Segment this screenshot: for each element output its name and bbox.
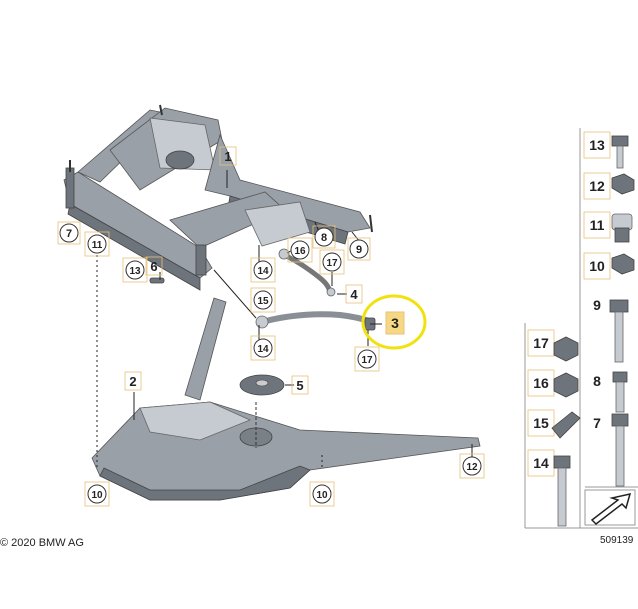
callout-10-right: 10 <box>309 481 335 507</box>
svg-text:9: 9 <box>356 244 362 256</box>
svg-text:7: 7 <box>593 415 601 431</box>
svg-text:14: 14 <box>533 455 549 471</box>
callout-17-lower: 17 <box>354 346 380 372</box>
callout-14-upper: 14 <box>250 257 276 283</box>
legend-item-15: 15 <box>527 409 581 439</box>
svg-text:13: 13 <box>589 137 605 153</box>
svg-text:17: 17 <box>361 355 373 366</box>
svg-text:11: 11 <box>590 217 605 233</box>
svg-text:1: 1 <box>224 149 231 164</box>
svg-text:8: 8 <box>321 232 327 244</box>
legend-item-7: 7 <box>593 413 629 487</box>
parts-legend: 13 12 11 10 9 17 16 8 15 7 14 <box>524 128 638 529</box>
callout-2: 2 <box>124 371 142 391</box>
svg-text:14: 14 <box>257 266 269 277</box>
callout-9: 9 <box>347 237 371 261</box>
svg-text:12: 12 <box>589 178 605 194</box>
callout-17-upper: 17 <box>319 249 345 275</box>
svg-text:7: 7 <box>66 228 72 240</box>
svg-text:4: 4 <box>350 287 358 302</box>
part-disk-5 <box>239 374 285 396</box>
legend-item-16: 16 <box>527 369 579 398</box>
svg-text:5: 5 <box>296 378 303 393</box>
callout-6: 6 <box>145 256 163 276</box>
callout-15: 15 <box>250 287 276 313</box>
legend-item-12: 12 <box>583 172 635 200</box>
callout-12: 12 <box>459 453 485 479</box>
svg-text:16: 16 <box>533 375 549 391</box>
svg-text:10: 10 <box>91 490 103 501</box>
svg-text:3: 3 <box>391 315 399 331</box>
subframe-assembly <box>63 104 373 291</box>
highlight-circle <box>361 294 427 350</box>
part-thrust-plate-2 <box>91 297 481 501</box>
svg-text:10: 10 <box>589 258 605 274</box>
part-control-arm-3 <box>255 311 376 331</box>
callout-14-lower: 14 <box>250 335 276 361</box>
callout-13: 13 <box>122 257 148 283</box>
callouts-main: 1 2 4 5 6 7 8 9 10 10 11 12 13 14 14 15 … <box>57 146 485 507</box>
svg-text:2: 2 <box>129 374 136 389</box>
legend-item-17: 17 <box>527 329 579 362</box>
svg-text:11: 11 <box>92 240 103 251</box>
callout-3-highlighted: 3 <box>361 294 427 350</box>
legend-item-11: 11 <box>583 211 633 243</box>
svg-text:6: 6 <box>150 259 157 274</box>
legend-item-9: 9 <box>593 297 629 363</box>
callout-16: 16 <box>287 237 313 263</box>
callout-10-left: 10 <box>84 481 110 507</box>
part-control-arm-4 <box>278 248 336 297</box>
svg-text:14: 14 <box>257 344 269 355</box>
part-bolt-6 <box>149 277 165 284</box>
svg-text:16: 16 <box>294 246 306 257</box>
svg-text:9: 9 <box>593 297 601 313</box>
svg-text:13: 13 <box>129 266 141 277</box>
callout-7: 7 <box>57 221 81 245</box>
svg-text:10: 10 <box>316 490 328 501</box>
legend-item-14: 14 <box>527 449 571 527</box>
svg-text:15: 15 <box>533 415 549 431</box>
legend-item-10: 10 <box>583 252 635 280</box>
svg-text:17: 17 <box>533 335 549 351</box>
drawing-number: 509139 <box>600 535 634 546</box>
callout-5: 5 <box>291 375 309 395</box>
svg-text:15: 15 <box>257 296 269 307</box>
callout-11: 11 <box>84 231 110 257</box>
svg-text:12: 12 <box>466 462 478 473</box>
svg-text:8: 8 <box>593 373 601 389</box>
callout-4: 4 <box>345 284 363 304</box>
svg-text:17: 17 <box>326 258 338 269</box>
copyright-text: © 2020 BMW AG <box>0 537 84 549</box>
callout-1: 1 <box>219 146 237 166</box>
callout-8: 8 <box>312 225 336 249</box>
legend-item-13: 13 <box>583 131 629 169</box>
legend-item-8: 8 <box>593 371 628 413</box>
orientation-arrow-icon <box>584 489 636 526</box>
